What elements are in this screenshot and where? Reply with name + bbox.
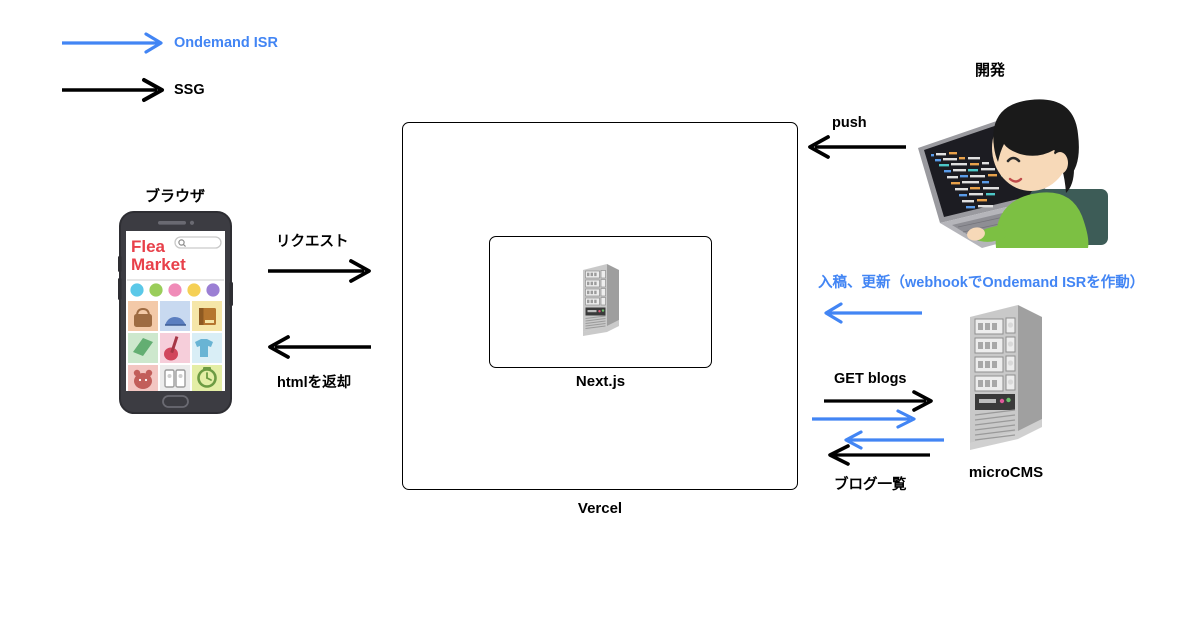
edge-label-blog-list: ブログ一覧 — [834, 477, 907, 493]
arrow-right-icon — [62, 32, 163, 54]
svg-text:Flea: Flea — [131, 237, 166, 256]
developer-laptop-icon — [900, 85, 1110, 250]
edge-arrow-blog-list-isr — [838, 428, 948, 452]
developer-label: 開発 — [974, 62, 1005, 79]
edge-arrow-push — [806, 134, 911, 160]
legend-item-ondemand-isr — [62, 30, 172, 56]
microcms-label: microCMS — [968, 464, 1044, 481]
legend-label-ondemand-isr: Ondemand ISR — [174, 35, 278, 51]
server-icon — [578, 264, 624, 336]
edge-arrow-request — [268, 258, 378, 284]
edge-arrow-webhook — [818, 300, 928, 326]
arrow-right-icon — [62, 78, 164, 102]
vercel-label: Vercel — [577, 500, 623, 517]
edge-label-request: リクエスト — [276, 234, 349, 250]
edge-label-get-blogs: GET blogs — [834, 371, 907, 387]
edge-arrow-get-blogs-isr — [812, 407, 928, 431]
server-icon — [960, 305, 1052, 450]
legend-label-ssg: SSG — [174, 82, 205, 98]
legend-item-ssg — [62, 77, 172, 103]
nextjs-label: Next.js — [575, 373, 626, 390]
edge-arrow-get-blogs — [824, 389, 940, 413]
svg-text:Market: Market — [131, 255, 186, 274]
edge-label-push: push — [832, 115, 867, 131]
browser-label: ブラウザ — [144, 188, 205, 205]
edge-label-webhook: 入稿、更新（webhookでOndemand ISRを作動） — [818, 275, 1145, 291]
edge-label-return-html: htmlを返却 — [277, 375, 352, 391]
smartphone-icon: Flea Market — [118, 210, 233, 415]
edge-arrow-return-html — [266, 334, 376, 360]
edge-arrow-blog-list — [824, 443, 934, 467]
